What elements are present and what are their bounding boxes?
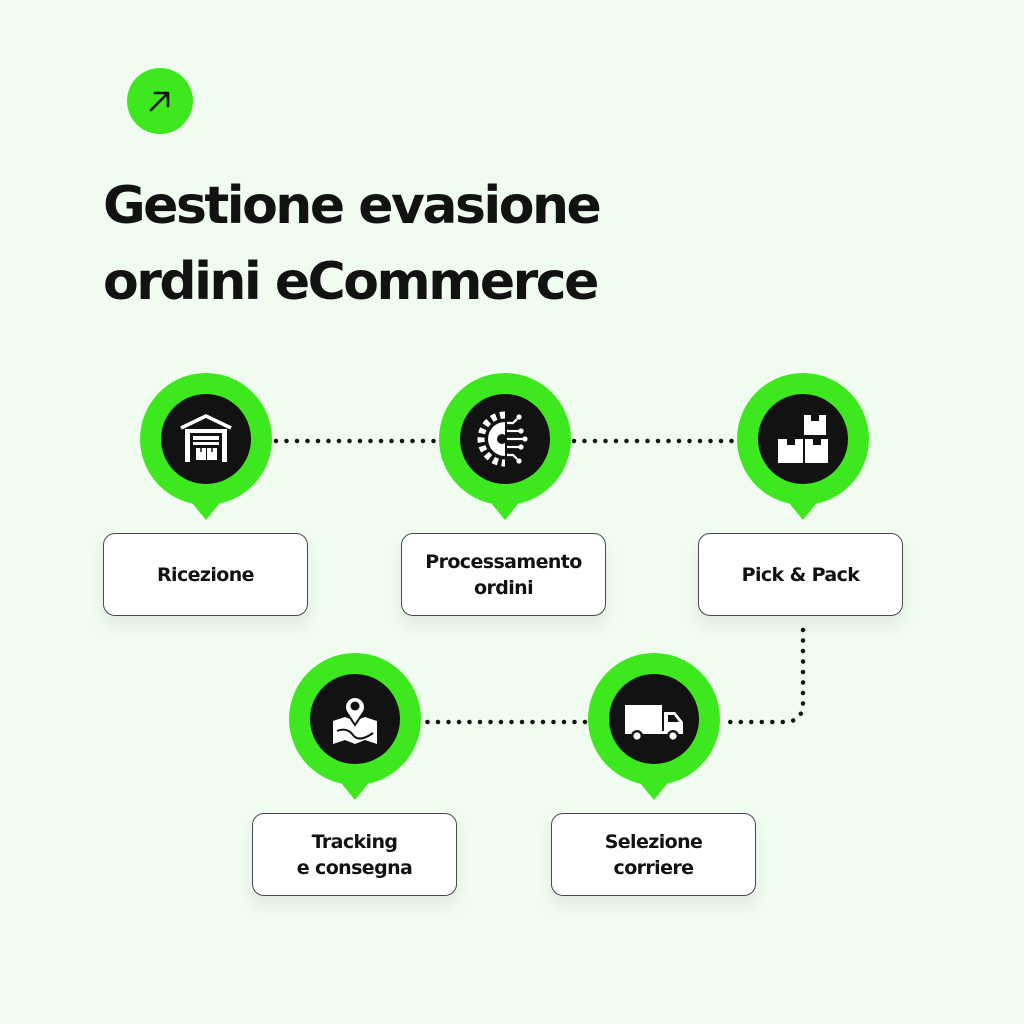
step-marker-tracking xyxy=(288,652,422,804)
title-line-2: ordini eCommerce xyxy=(103,252,599,312)
stacked-boxes-icon xyxy=(778,415,828,463)
arrow-up-right-icon xyxy=(149,91,170,112)
step-label-line-2: e consegna xyxy=(296,856,413,879)
connector-3-4 xyxy=(720,627,806,725)
step-icon-disc xyxy=(460,394,550,484)
step-icon-disc xyxy=(758,394,848,484)
step-label-line-2: corriere xyxy=(613,856,695,879)
title-line-1: Gestione evasione xyxy=(103,176,602,236)
arrow-badge xyxy=(127,68,193,134)
step-label-line-1: Selezione xyxy=(604,830,703,853)
step-card-pick-pack: Pick & Pack xyxy=(698,533,903,616)
page-title: Gestione evasione ordini eCommerce xyxy=(103,168,602,320)
step-marker-processamento xyxy=(438,372,572,524)
gear-circuit-icon xyxy=(477,411,528,467)
map-pin-icon xyxy=(333,696,377,744)
step-card-processamento: Processamento ordini xyxy=(401,533,606,616)
step-marker-selezione-corriere xyxy=(587,652,721,804)
warehouse-icon xyxy=(180,414,232,462)
step-card-ricezione: Ricezione xyxy=(103,533,308,616)
step-label-line-1: Tracking xyxy=(311,830,398,853)
step-label: Ricezione xyxy=(157,563,255,586)
step-label-line-1: Processamento xyxy=(425,550,582,573)
step-label: Pick & Pack xyxy=(741,563,860,586)
step-marker-pick-pack xyxy=(736,372,870,524)
step-icon-disc xyxy=(161,394,251,484)
step-card-selezione-corriere: Selezione corriere xyxy=(551,813,756,896)
step-card-tracking: Tracking e consegna xyxy=(252,813,457,896)
step-icon-disc xyxy=(310,674,400,764)
step-label-line-2: ordini xyxy=(474,576,534,599)
delivery-truck-icon xyxy=(625,705,683,742)
step-icon-disc xyxy=(609,674,699,764)
step-marker-ricezione xyxy=(139,372,273,524)
